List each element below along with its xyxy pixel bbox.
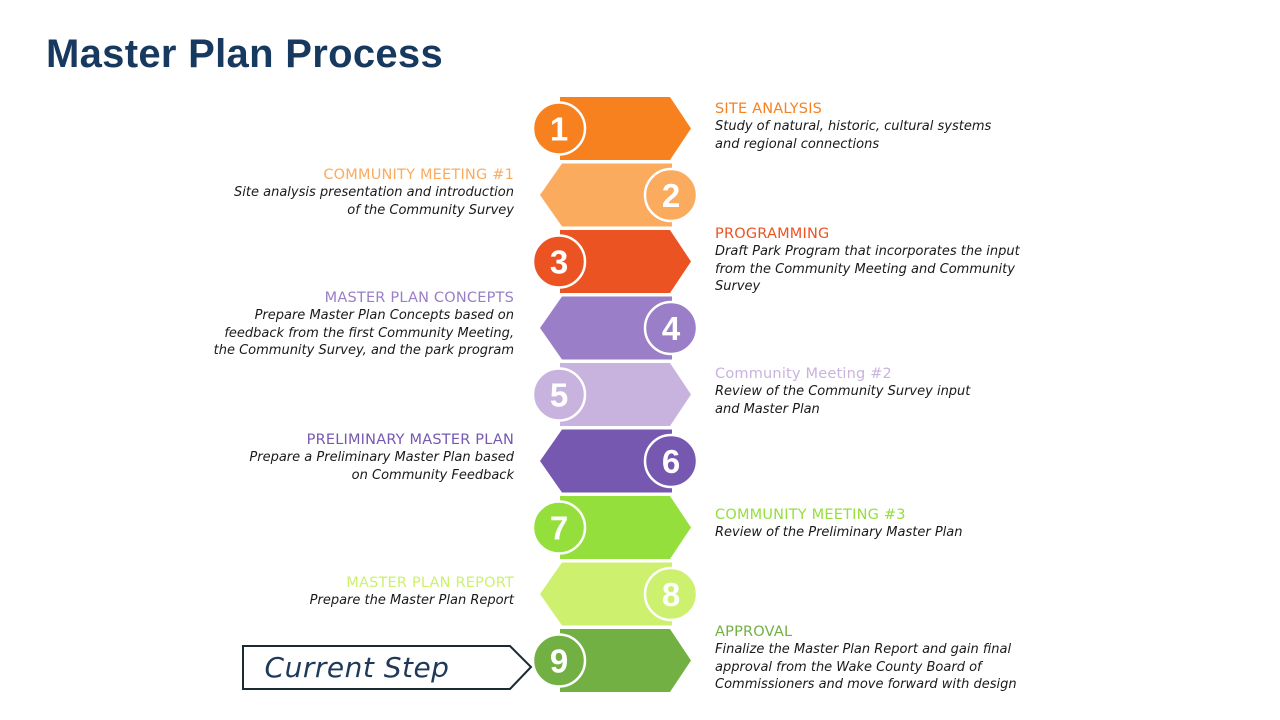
- step-title: PRELIMINARY MASTER PLAN: [306, 432, 514, 448]
- step-description: Prepare a Preliminary Master Plan based …: [249, 450, 514, 483]
- step-2: 2: [540, 163, 699, 227]
- step-8-text: MASTER PLAN REPORT Prepare the Master Pla…: [184, 574, 514, 610]
- step-number-circle: [643, 167, 699, 223]
- page-title: Master Plan Process: [46, 32, 444, 76]
- step-number: 2: [662, 177, 680, 214]
- step-description: Review of the Preliminary Master Plan: [715, 525, 963, 540]
- step-description: Prepare the Master Plan Report: [309, 593, 514, 608]
- step-band: [560, 97, 691, 160]
- step-description: Draft Park Program that incorporates the…: [715, 244, 1020, 294]
- step-number: 5: [550, 377, 568, 414]
- step-number: 6: [662, 443, 680, 480]
- step-title: APPROVAL: [715, 624, 793, 640]
- step-description: Study of natural, historic, cultural sys…: [715, 119, 992, 152]
- step-title: MASTER PLAN REPORT: [346, 575, 514, 591]
- step-title: SITE ANALYSIS: [715, 101, 823, 117]
- step-9-text: APPROVAL Finalize the Master Plan Report …: [715, 623, 1045, 694]
- step-8: 8: [540, 562, 699, 626]
- step-3-text: PROGRAMMING Draft Park Program that incor…: [715, 225, 1045, 296]
- step-number-circle: [643, 300, 699, 356]
- step-description: Site analysis presentation and introduct…: [234, 185, 514, 218]
- step-band: [560, 230, 691, 293]
- step-title: MASTER PLAN CONCEPTS: [324, 290, 514, 306]
- step-number-circle: [643, 566, 699, 622]
- step-4: 4: [540, 296, 699, 360]
- step-description: Finalize the Master Plan Report and gain…: [715, 642, 1017, 692]
- step-number: 3: [550, 244, 568, 281]
- step-band: [560, 363, 691, 426]
- step-1-text: SITE ANALYSIS Study of natural, historic,…: [715, 100, 1045, 153]
- step-5-text: Community Meeting #2 Review of the Commun…: [715, 365, 1045, 418]
- step-description: Review of the Community Survey input and…: [715, 384, 971, 417]
- step-band: [540, 163, 672, 227]
- step-description: Prepare Master Plan Concepts based on fe…: [213, 308, 514, 358]
- step-4-text: MASTER PLAN CONCEPTS Prepare Master Plan …: [184, 289, 514, 360]
- step-number: 8: [662, 576, 680, 613]
- step-7-text: COMMUNITY MEETING #3 Review of the Prelim…: [715, 506, 1045, 542]
- step-band: [540, 562, 672, 626]
- step-number-circle: [531, 367, 587, 422]
- step-2-text: COMMUNITY MEETING #1 Site analysis presen…: [184, 166, 514, 219]
- step-band: [540, 429, 672, 493]
- step-band: [560, 496, 691, 559]
- current-step-callout: [242, 645, 533, 690]
- step-6-text: PRELIMINARY MASTER PLAN Prepare a Prelimi…: [184, 431, 514, 484]
- step-7: 7: [531, 496, 691, 559]
- step-band: [560, 629, 691, 692]
- step-number-circle: [531, 500, 587, 555]
- step-number-circle: [531, 234, 587, 289]
- step-1: 1: [531, 97, 691, 160]
- step-band: [540, 296, 672, 360]
- step-title: COMMUNITY MEETING #3: [715, 507, 906, 523]
- step-title: Community Meeting #2: [715, 366, 892, 382]
- step-9: 9: [531, 629, 691, 692]
- step-number-circle: [643, 433, 699, 489]
- step-3: 3: [531, 230, 691, 293]
- step-number: 9: [550, 643, 568, 680]
- step-number: 7: [550, 510, 568, 547]
- step-number: 4: [662, 310, 681, 347]
- step-title: COMMUNITY MEETING #1: [323, 167, 514, 183]
- step-number-circle: [531, 633, 587, 688]
- step-6: 6: [540, 429, 699, 493]
- step-5: 5: [531, 363, 691, 426]
- step-number: 1: [550, 111, 568, 148]
- step-title: PROGRAMMING: [715, 226, 830, 242]
- step-number-circle: [531, 101, 587, 156]
